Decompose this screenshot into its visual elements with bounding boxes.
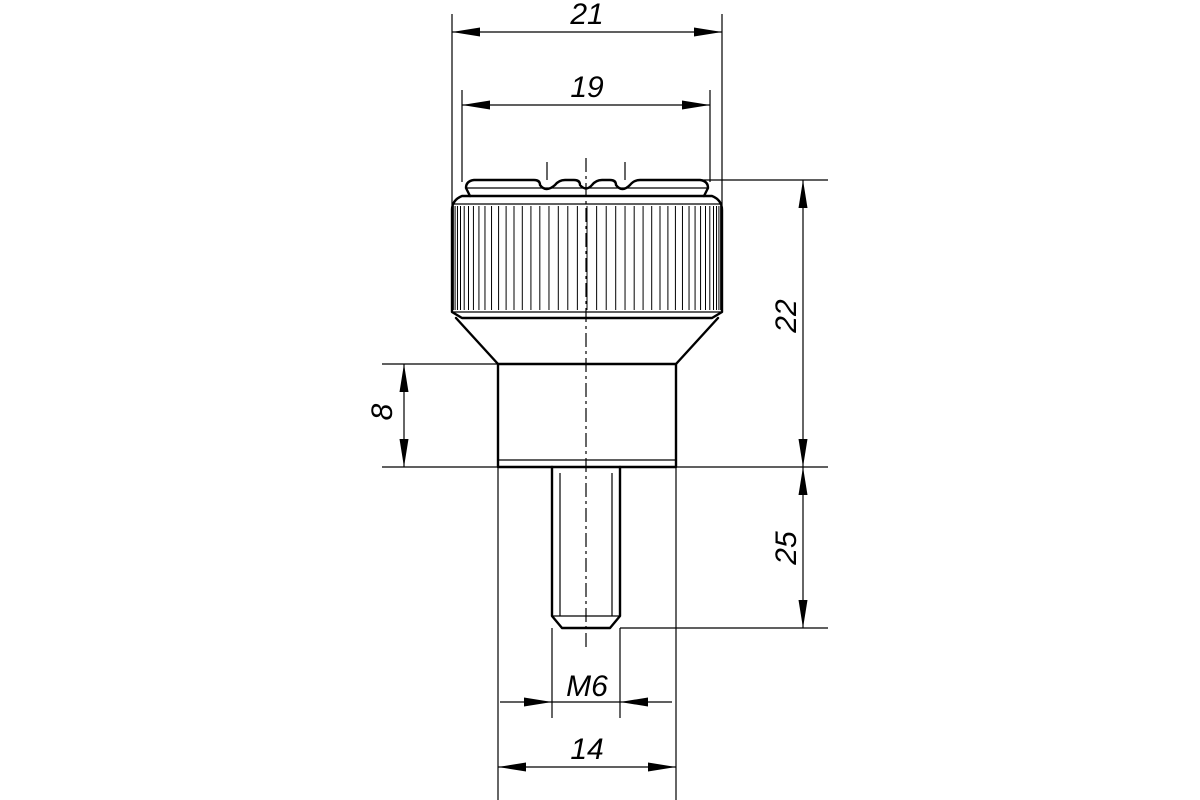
dimension-thread-length: 25 (770, 467, 808, 628)
taper (454, 316, 720, 366)
dimension-label-14: 14 (570, 733, 603, 766)
dimension-label-22: 22 (770, 299, 803, 334)
dimension-label-21: 21 (569, 0, 603, 31)
knurl-pattern (451, 206, 723, 310)
dimension-overall-head-height: 22 (770, 180, 808, 467)
dimension-collar-diameter: 14 (498, 733, 676, 772)
collar (496, 362, 678, 469)
dimension-label-19: 19 (570, 71, 604, 104)
threaded-stud (550, 465, 622, 630)
dimension-thread-size: M6 (500, 670, 672, 707)
dimension-top-diameter: 19 (462, 71, 710, 110)
dimension-collar-height: 8 (366, 364, 409, 467)
knurled-head (450, 194, 724, 320)
dimension-overall-diameter: 21 (452, 0, 722, 37)
dimension-label-m6: M6 (566, 670, 608, 703)
top-cap (464, 162, 710, 198)
dimension-label-25: 25 (770, 531, 803, 566)
dimension-label-8: 8 (366, 403, 399, 420)
